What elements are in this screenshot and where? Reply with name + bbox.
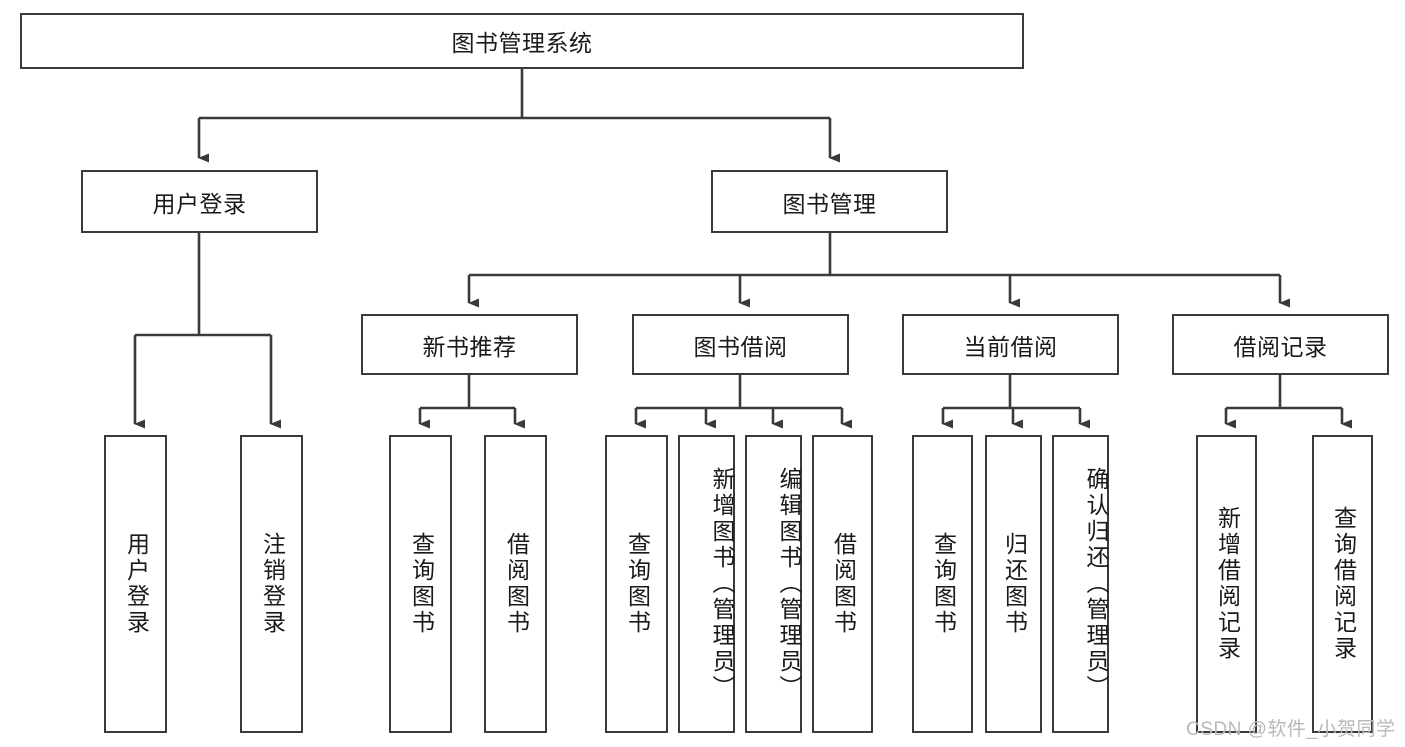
leaf-label: 归还图书: [1001, 532, 1028, 636]
leaf-label: 查询图书: [408, 532, 435, 636]
leaf-label: 借阅图书: [830, 532, 857, 636]
leaf-label: 确认归还（管理员）: [1083, 467, 1109, 701]
node-leaf-query-record[interactable]: 查询借阅记录: [1312, 435, 1373, 733]
node-leaf-add-record[interactable]: 新增借阅记录: [1196, 435, 1257, 733]
node-leaf-query-book-1[interactable]: 查询图书: [389, 435, 452, 733]
node-leaf-query-book-2[interactable]: 查询图书: [605, 435, 668, 733]
node-leaf-borrow-book-2[interactable]: 借阅图书: [812, 435, 873, 733]
leaf-label: 注销登录: [259, 532, 286, 636]
leaf-label: 查询图书: [624, 532, 651, 636]
node-user-login[interactable]: 用户登录: [81, 170, 318, 233]
node-leaf-query-book-3[interactable]: 查询图书: [912, 435, 973, 733]
node-leaf-edit-book[interactable]: 编辑图书（管理员）: [745, 435, 802, 733]
node-borrow-record[interactable]: 借阅记录: [1172, 314, 1389, 375]
node-leaf-add-book[interactable]: 新增图书（管理员）: [678, 435, 735, 733]
leaf-label: 查询图书: [930, 532, 957, 636]
node-leaf-confirm-return[interactable]: 确认归还（管理员）: [1052, 435, 1109, 733]
leaf-label: 新增图书（管理员）: [709, 467, 735, 701]
leaf-label: 新增借阅记录: [1214, 506, 1241, 662]
node-root[interactable]: 图书管理系统: [20, 13, 1024, 69]
node-leaf-borrow-book-1[interactable]: 借阅图书: [484, 435, 547, 733]
watermark: CSDN @软件_小贺同学: [1186, 719, 1396, 740]
node-leaf-user-login[interactable]: 用户登录: [104, 435, 167, 733]
node-book-borrow[interactable]: 图书借阅: [632, 314, 849, 375]
leaf-label: 编辑图书（管理员）: [776, 467, 802, 701]
node-new-book-recommend[interactable]: 新书推荐: [361, 314, 578, 375]
node-current-borrow[interactable]: 当前借阅: [902, 314, 1119, 375]
leaf-label: 查询借阅记录: [1330, 506, 1357, 662]
leaf-label: 借阅图书: [503, 532, 530, 636]
node-book-manage[interactable]: 图书管理: [711, 170, 948, 233]
leaf-label: 用户登录: [123, 532, 150, 636]
node-leaf-return-book[interactable]: 归还图书: [985, 435, 1042, 733]
node-leaf-logout[interactable]: 注销登录: [240, 435, 303, 733]
